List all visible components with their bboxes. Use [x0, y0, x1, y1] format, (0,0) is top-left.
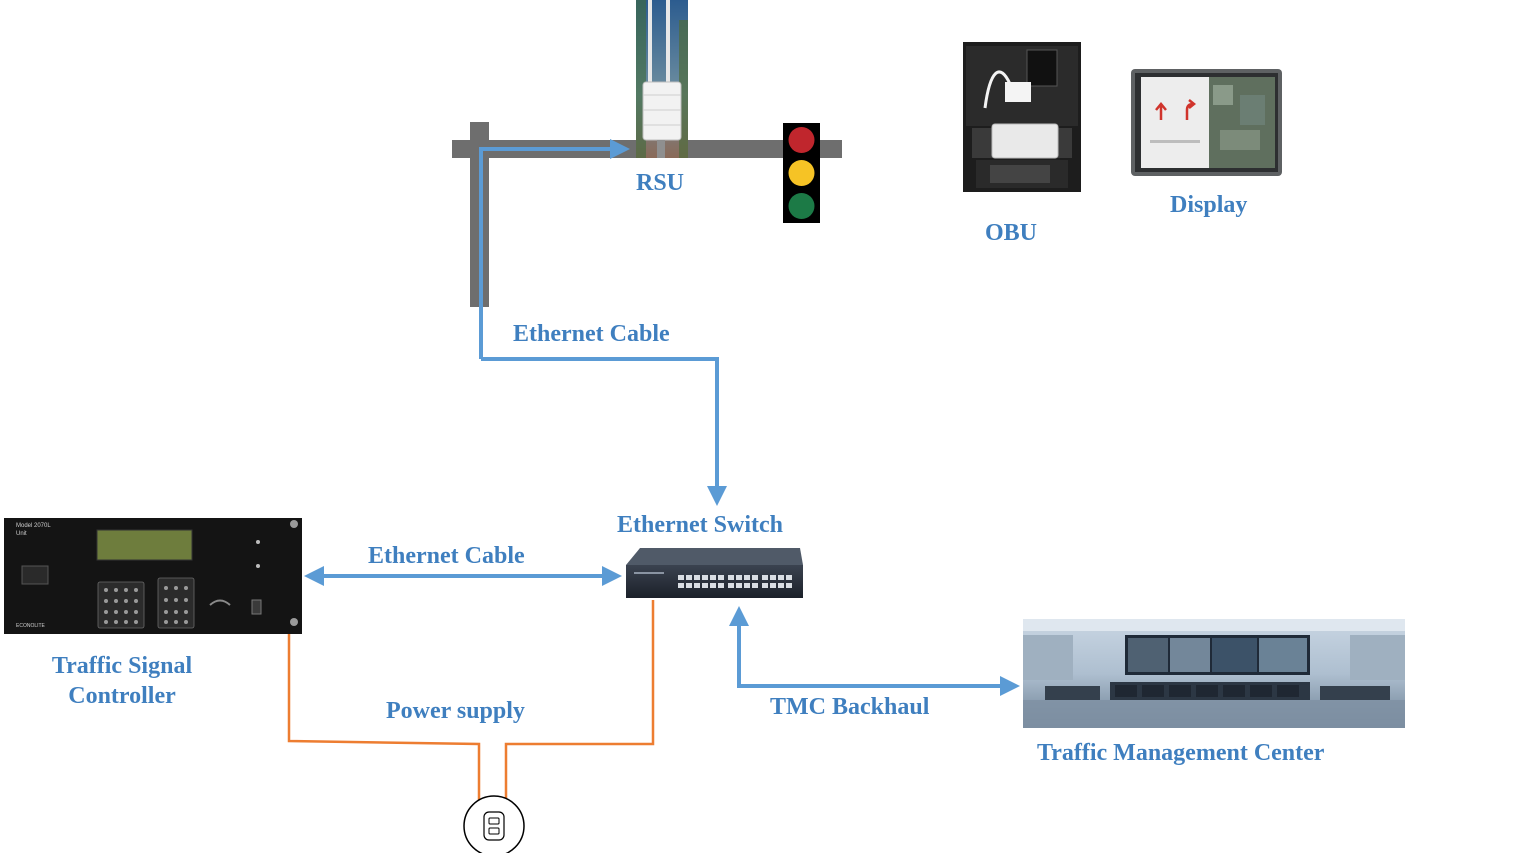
- power-wire-switch: [504, 600, 655, 800]
- traffic-signal-controller-label: Traffic Signal Controller: [51, 653, 193, 709]
- controller-lcd: [96, 529, 193, 561]
- tmc-backhaul-line: [729, 606, 1020, 696]
- ethernet-cable-switch-line: [481, 357, 727, 506]
- power-wire-controller: [287, 634, 481, 800]
- display-image: [1131, 69, 1282, 176]
- ethernet-cable-left-label: Ethernet Cable: [368, 543, 525, 569]
- switch-ports: [678, 575, 792, 588]
- controller-keypad: [97, 577, 195, 629]
- ethernet-switch-image: [626, 548, 803, 598]
- controller-brand-text: ECONOLITE: [16, 623, 46, 629]
- ethernet-switch-label: Ethernet Switch: [617, 512, 783, 538]
- obu-label: OBU: [985, 220, 1038, 246]
- power-supply-label: Power supply: [386, 698, 525, 724]
- controller-image: Model 2070L Unit ECONOLITE: [4, 518, 302, 634]
- traffic-management-center-label: Traffic Management Center: [1037, 740, 1325, 766]
- signal-yellow-lamp: [788, 160, 815, 186]
- ethernet-cable-top-label: Ethernet Cable: [513, 321, 670, 347]
- rsu-label: RSU: [636, 170, 685, 196]
- power-outlet-icon: [463, 795, 525, 853]
- controller-unit-text: Unit: [16, 531, 27, 537]
- display-label: Display: [1170, 192, 1248, 218]
- ethernet-cable-rsu-line: [479, 139, 630, 359]
- rsu-image: [636, 0, 688, 158]
- traffic-light-icon: [783, 123, 820, 223]
- obu-image: [963, 42, 1081, 192]
- signal-green-lamp: [788, 193, 815, 219]
- tmc-image: [1023, 619, 1405, 728]
- controller-model-text: Model 2070L: [16, 523, 51, 529]
- tmc-backhaul-label: TMC Backhaul: [770, 694, 930, 720]
- signal-red-lamp: [788, 127, 815, 153]
